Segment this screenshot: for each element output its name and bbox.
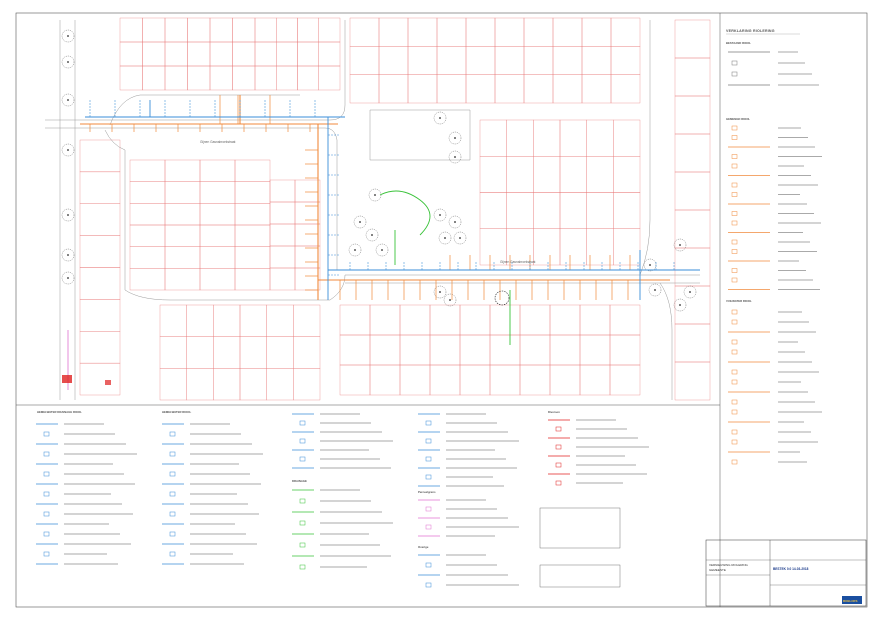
bottom-legend: HEMELWATER DRAINAGE RIOOL HEMELWATER RIO… (36, 410, 649, 588)
sewer-map: Gijnen Gasnabroekstraat Gijnen Gasnabroe… (45, 17, 711, 401)
legend-column-heading: Diversen (548, 410, 560, 414)
sheet-border (15, 12, 868, 608)
project-title-line: VERNIEUWING RIOLERING (709, 563, 749, 567)
legend-column-heading: DRAINAGE (292, 479, 307, 483)
legend-column-heading: HEMELWATER RIOOL (162, 410, 191, 414)
legend-section-heading: BESTAAND RIOOL (726, 41, 751, 45)
legend-title: VERKLARING RIOLERING (726, 29, 775, 33)
legend-panel: VERKLARING RIOLERING BESTAAND RIOOL GEME… (726, 29, 822, 465)
company-logo: ROELOFS (843, 599, 858, 603)
legend-column-heading: HEMELWATER DRAINAGE RIOOL (37, 410, 82, 414)
legend-column-heading: Overige (418, 545, 429, 549)
legend-section-heading: VUILWATER RIOOL (726, 299, 752, 303)
street-label: Gijnen Gasnabroekstraat (200, 140, 236, 144)
legend-column-heading: Perceelgrens (418, 490, 436, 494)
street-label: Gijnen Gasnabroekstraat (500, 260, 536, 264)
legend-section-heading: GEMENGD RIOOL (726, 117, 750, 121)
drawing-number: BESTEK 0.0 14-03-2018 (773, 567, 809, 571)
title-block: VERNIEUWING RIOLERING GEMEENTE BESTEK 0.… (705, 539, 867, 607)
project-title-line: GEMEENTE (709, 568, 726, 572)
